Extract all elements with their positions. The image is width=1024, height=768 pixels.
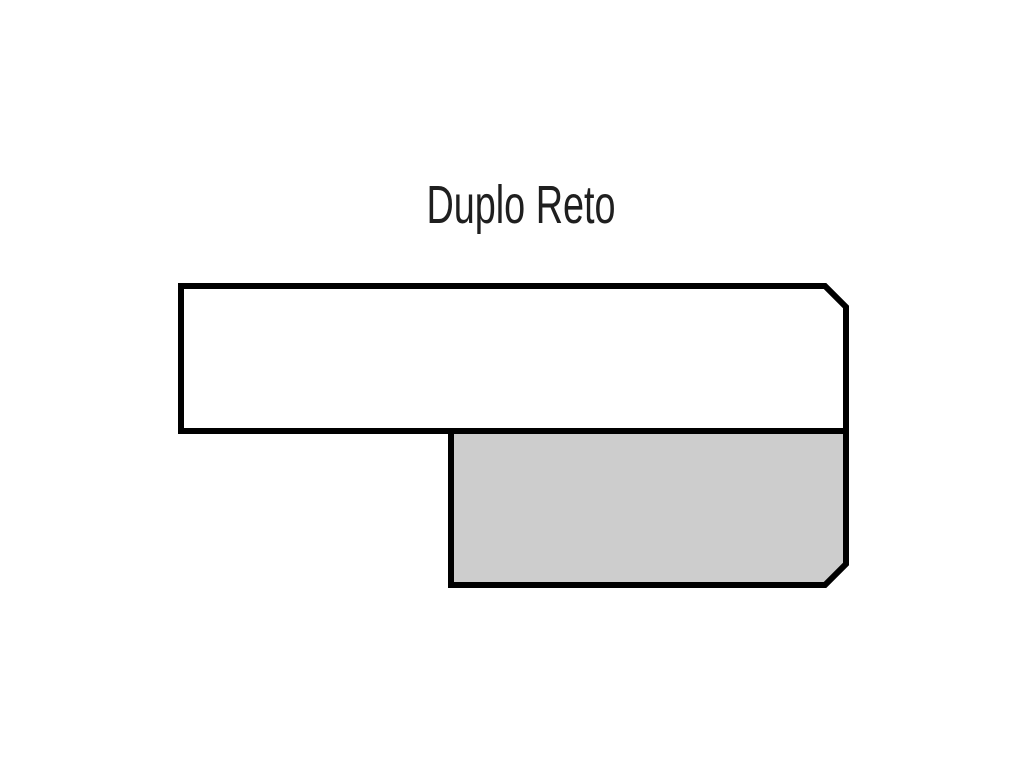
top-slab-shape — [178, 283, 849, 434]
diagram-title: Duplo Reto — [426, 175, 616, 235]
bottom-slab-shape — [448, 428, 849, 588]
